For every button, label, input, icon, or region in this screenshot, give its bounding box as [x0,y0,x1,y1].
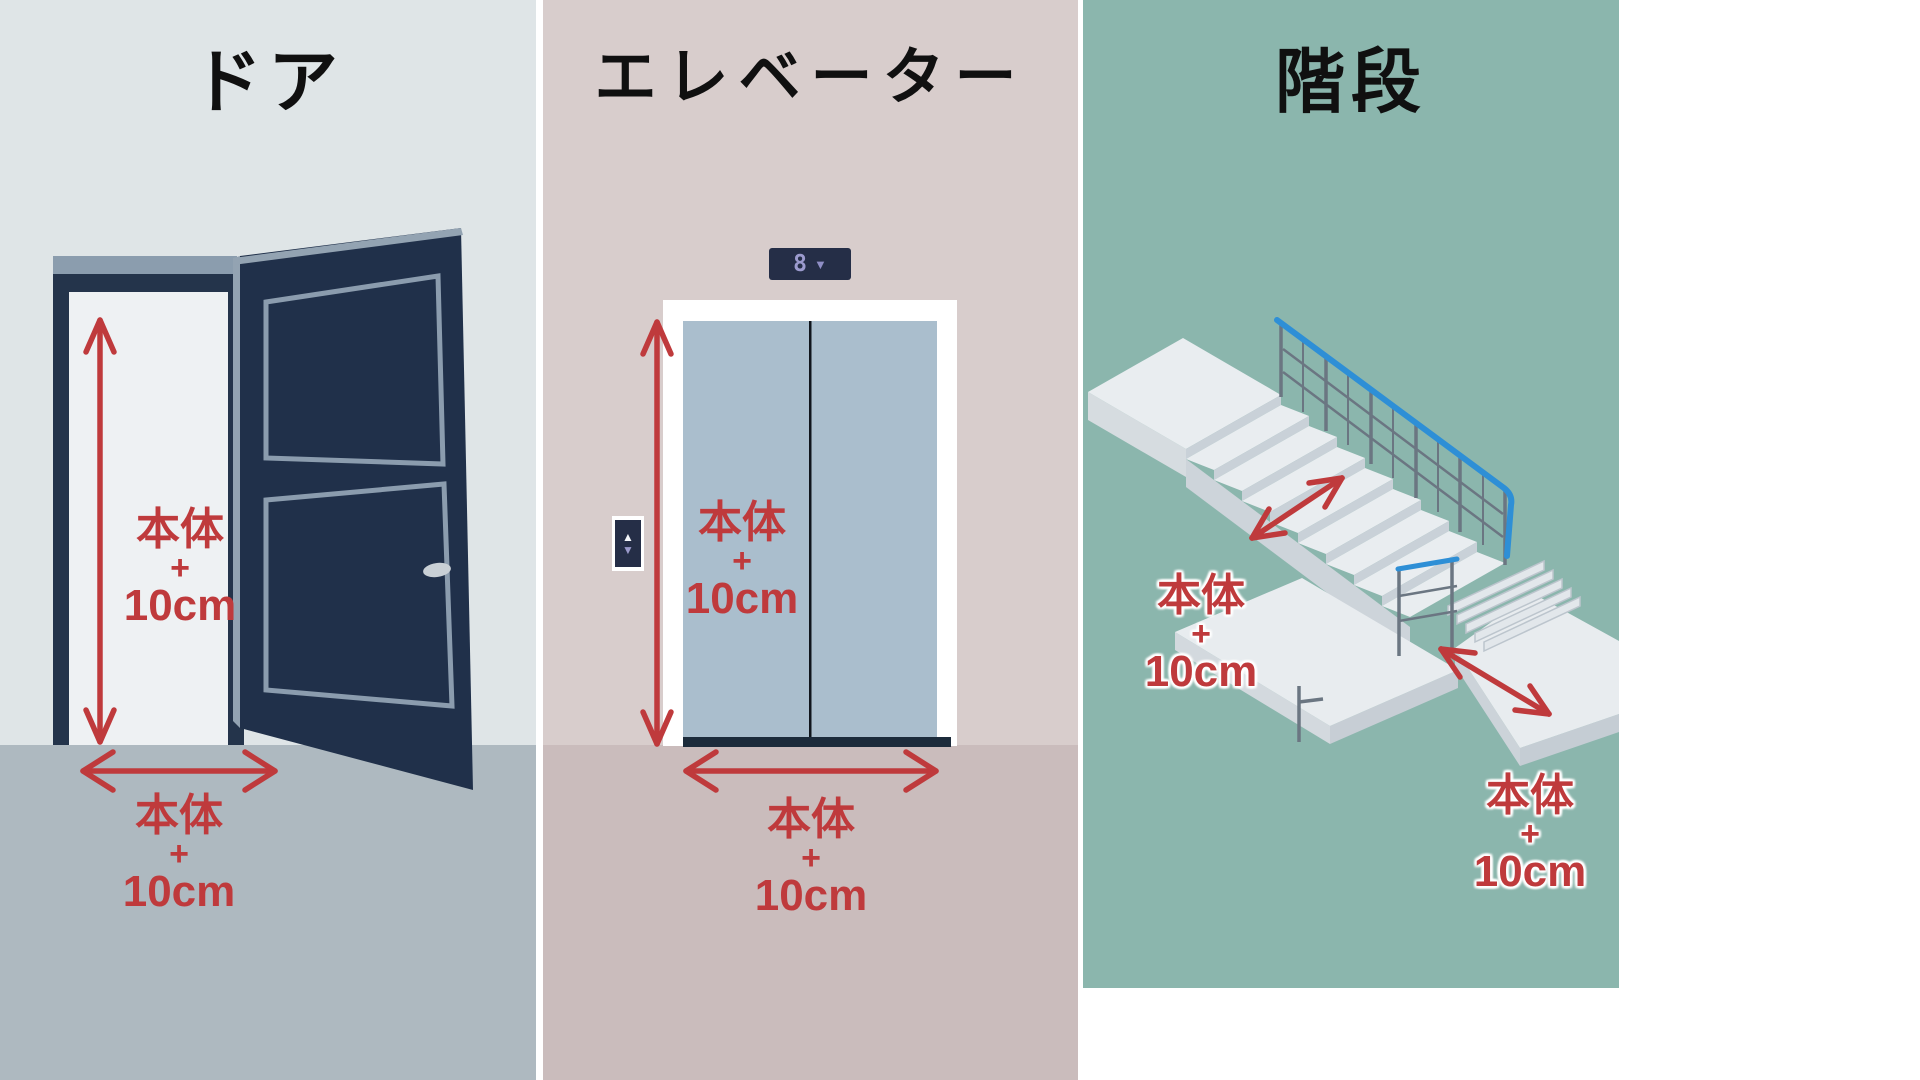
label-line: 10cm [685,574,799,623]
stairs-lower-width-label: 本体 + 10cm [1430,773,1630,895]
door-height-label: 本体 + 10cm [80,507,280,629]
stairs-title: 階段 [1275,43,1427,121]
label-line: 本体 [1486,771,1574,820]
label-line: 本体 [698,498,786,547]
elevator-title: エレベーター [594,43,1027,112]
label-line: + [1520,815,1540,853]
door-title: ドア [192,43,344,121]
elevator-width-label: 本体 + 10cm [711,797,911,919]
stairs-upper-width-label: 本体 + 10cm [1101,573,1301,695]
elevator-height-label: 本体 + 10cm [642,500,842,622]
label-line: 10cm [1144,647,1258,696]
label-line: 本体 [1157,571,1245,620]
label-line: 10cm [122,867,236,916]
label-line: + [1191,615,1211,653]
label-line: 本体 [136,505,224,554]
up-triangle-icon: ▲ [622,529,634,544]
down-triangle-icon: ▼ [813,256,827,272]
down-triangle-icon: ▼ [622,542,634,557]
label-line: 10cm [754,871,868,920]
label-line: 本体 [135,791,223,840]
elevator-call-panel: ▲ ▼ [612,516,644,571]
elevator-floor-area [543,745,1078,1080]
door-width-label: 本体 + 10cm [79,793,279,915]
label-line: 本体 [767,795,855,844]
elevator-floor-indicator: 8 ▼ [769,248,851,280]
label-line: + [169,835,189,873]
floor-number: 8 [793,250,807,277]
label-line: + [170,549,190,587]
call-panel-face: ▲ ▼ [615,520,641,567]
label-line: 10cm [123,581,237,630]
label-line: + [801,839,821,877]
door-floor-area [0,745,536,1080]
label-line: + [732,542,752,580]
label-line: 10cm [1473,847,1587,896]
